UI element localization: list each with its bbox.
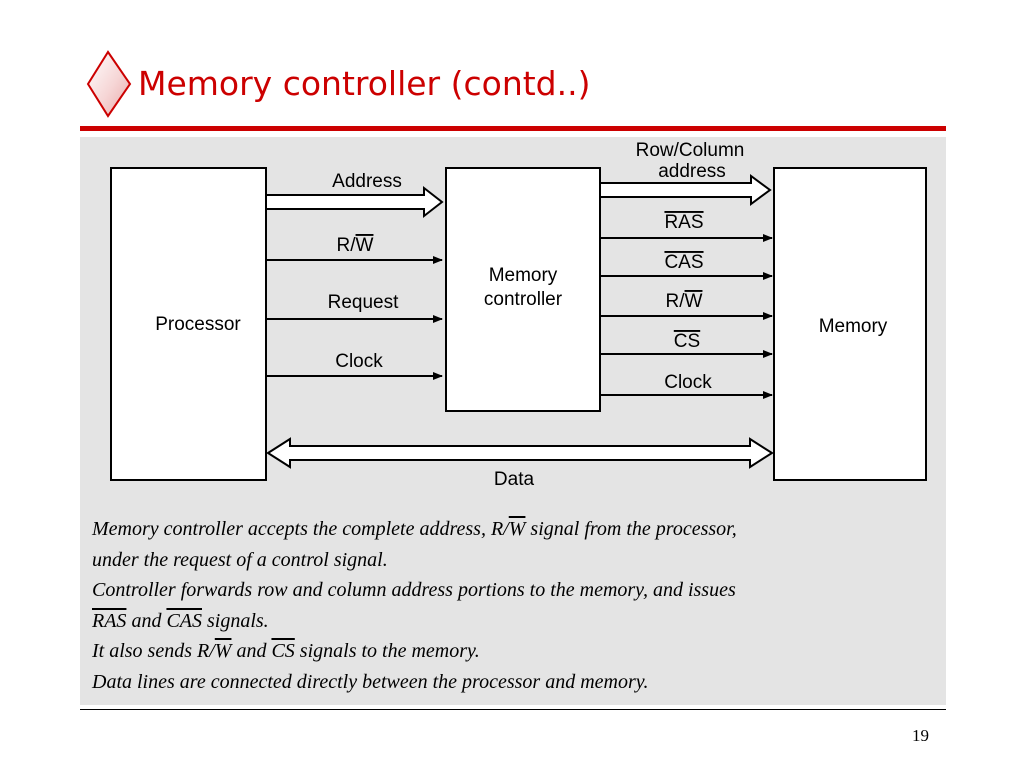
caption-line-3: Controller forwards row and column addre… [92,579,736,601]
rowcol-label-line1: Row/Column [636,140,745,161]
rowcol-label-line2: address [658,161,726,182]
clock-label-left: Clock [335,351,383,372]
caption-line-5: It also sends R/W and CS signals to the … [92,640,480,662]
ras-label: RAS [664,212,703,233]
data-bus-arrow [266,437,774,469]
rw-label: R/W [337,235,374,256]
rowcol-bus-arrow [601,174,772,206]
footer-divider [80,709,946,710]
cs-label: CS [674,331,700,352]
slide-title: Memory controller (contd..) [138,64,591,103]
clock-label-right: Clock [664,372,712,393]
diamond-icon [86,50,132,118]
caption-line-6: Data lines are connected directly betwee… [92,670,649,693]
controller-label-line2: controller [484,289,563,310]
rw-label-right: R/W [666,291,703,312]
title-divider [80,126,946,131]
caption-text: Memory controller accepts the complete a… [92,514,942,697]
cas-label: CAS [664,252,703,273]
caption-line-4: RAS and CAS signals. [92,609,269,632]
memory-controller-block [445,167,601,412]
memory-label: Memory [819,316,888,337]
address-label: Address [332,171,402,192]
caption-line-1: Memory controller accepts the complete a… [92,518,737,540]
address-bus-arrow [267,185,444,219]
request-label: Request [328,292,399,313]
processor-block [110,167,267,481]
memory-block [773,167,927,481]
caption-line-2: under the request of a control signal. [92,548,388,571]
processor-label: Processor [155,314,241,335]
page-number: 19 [912,726,929,745]
data-label: Data [494,469,535,490]
controller-label-line1: Memory [489,265,558,286]
